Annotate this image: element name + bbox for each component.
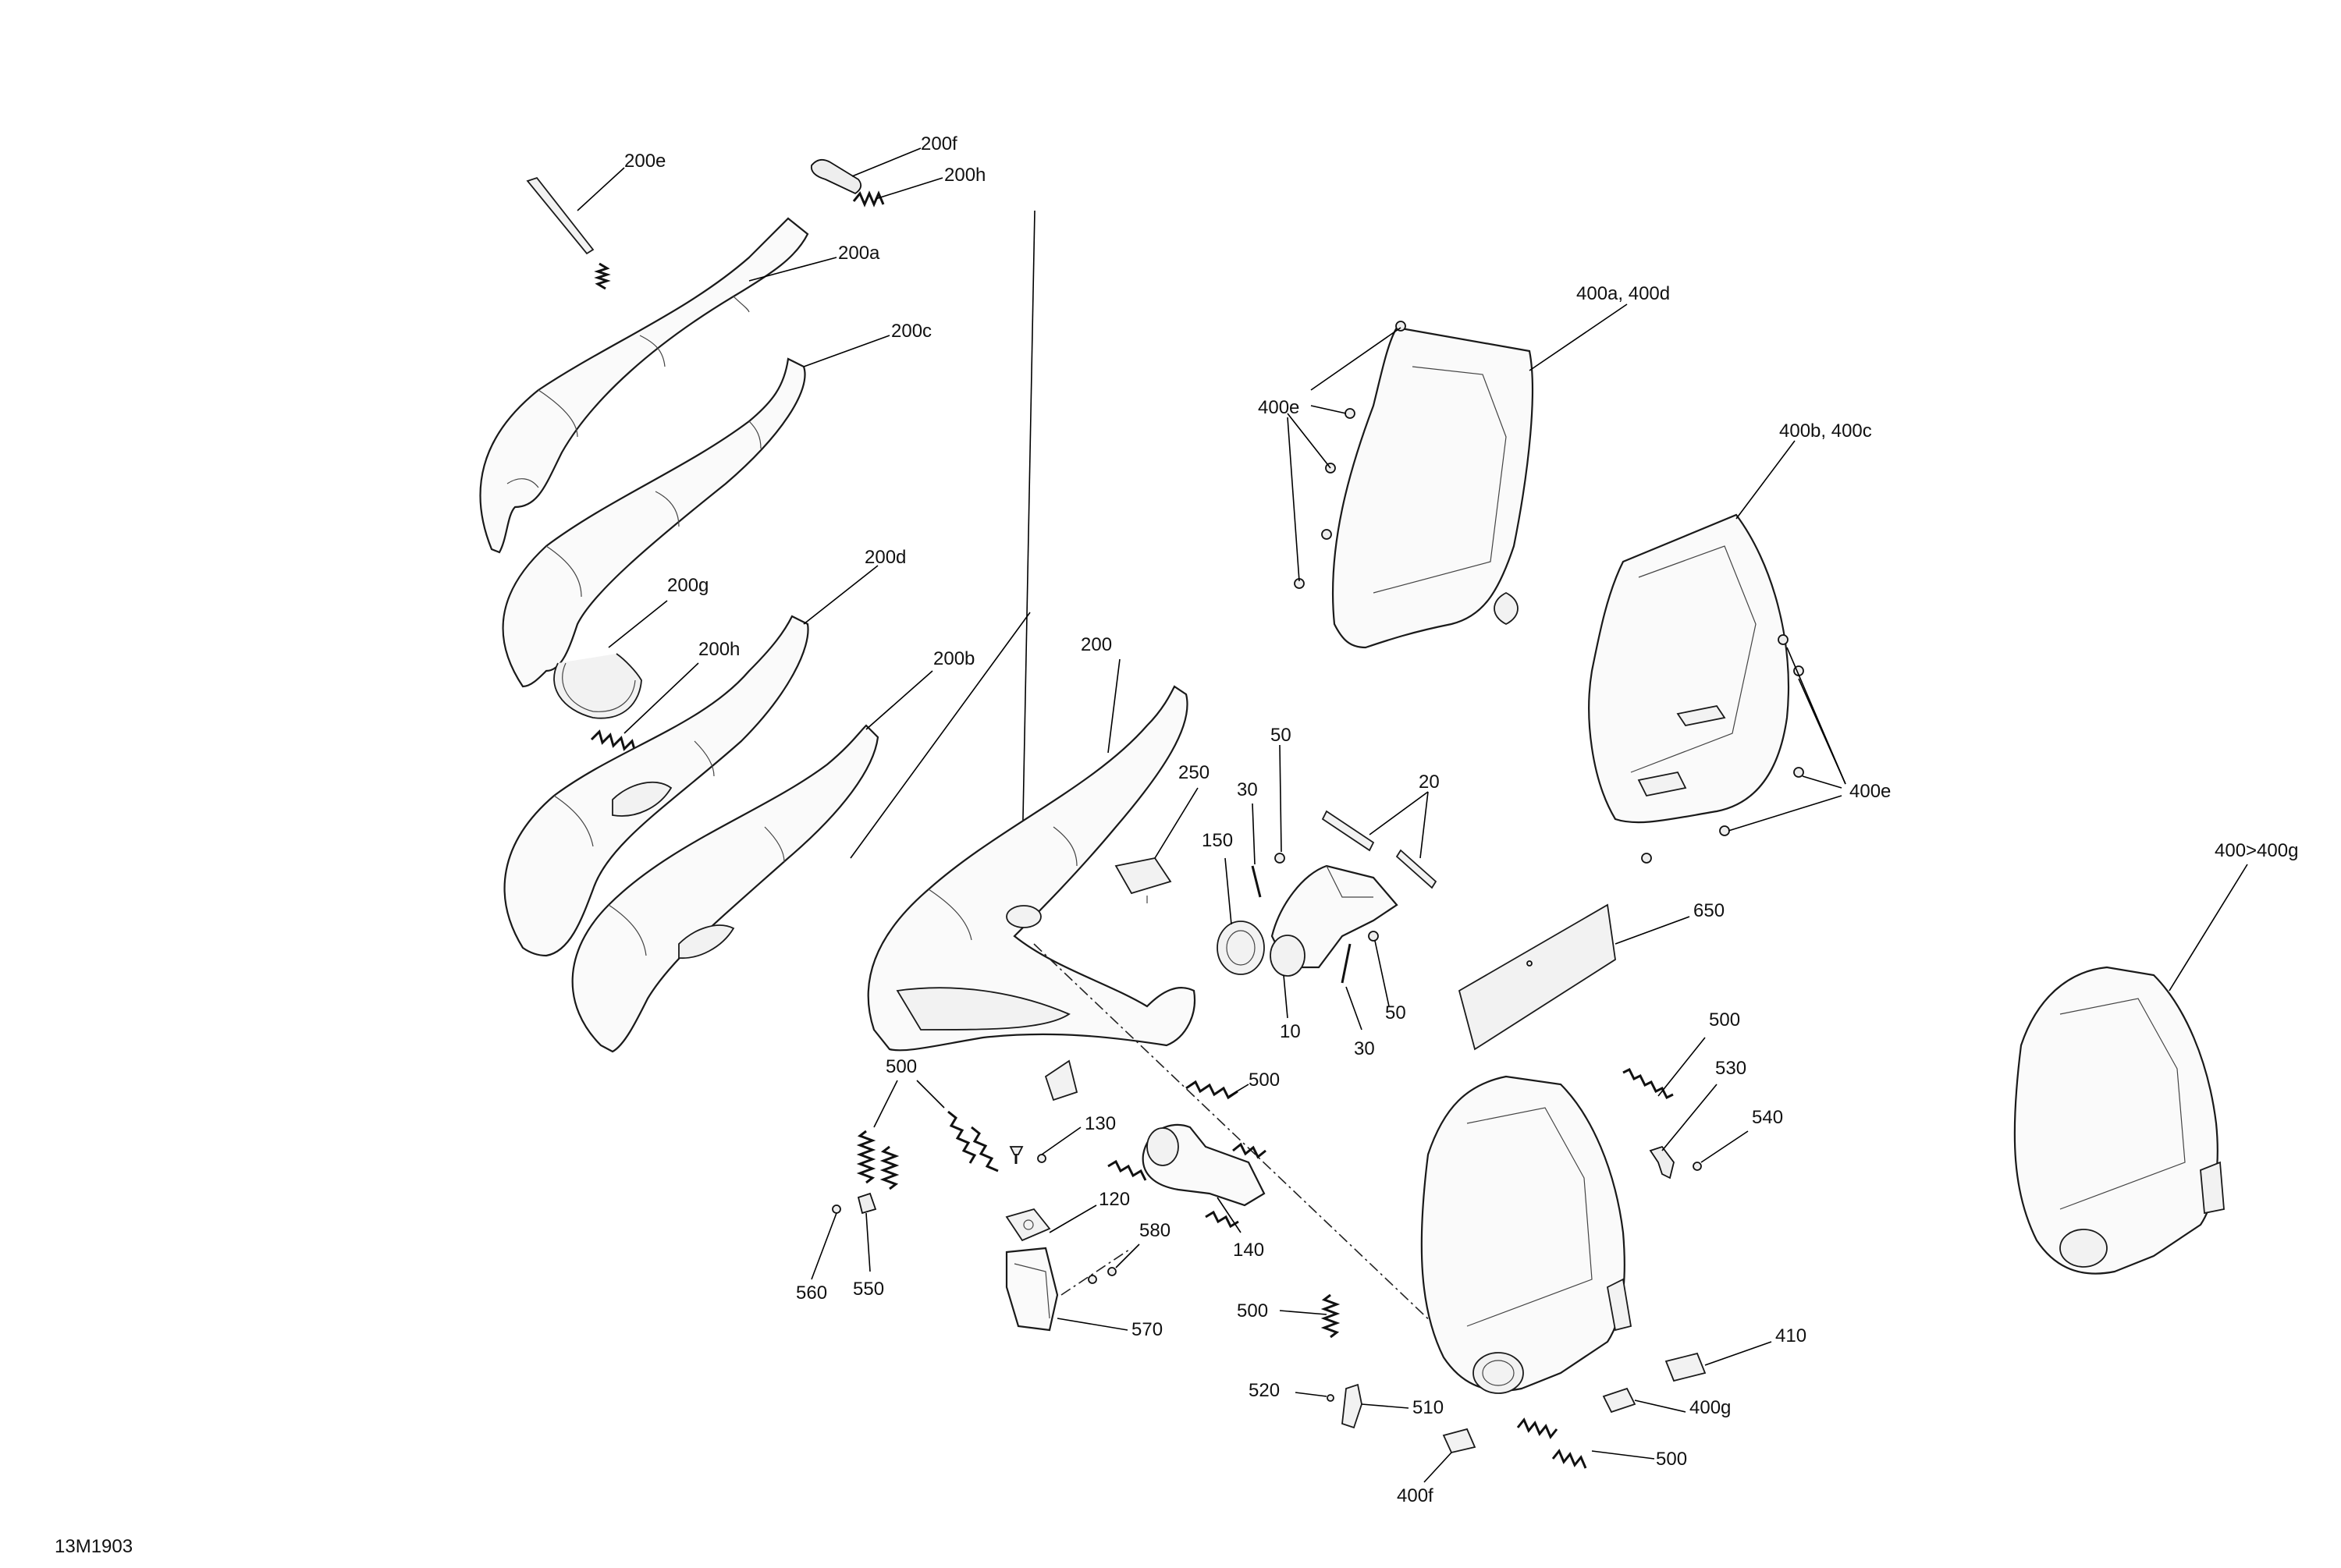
label-580: 580 (1139, 1220, 1170, 1241)
label-400b-400c: 400b, 400c (1779, 420, 1872, 442)
label-120: 120 (1099, 1189, 1130, 1210)
label-530: 530 (1715, 1058, 1746, 1079)
label-150: 150 (1202, 830, 1233, 851)
label-400f: 400f (1397, 1485, 1433, 1506)
part-410-sensor (1664, 1352, 1707, 1382)
part-120-bracket (1005, 1208, 1051, 1242)
part-30-stud-bottom (1341, 943, 1352, 984)
part-30-stud-top (1251, 865, 1262, 898)
part-400e-fasteners-right (1641, 634, 1804, 864)
part-400e-fasteners-left (1294, 321, 1406, 589)
label-200f: 200f (921, 133, 957, 154)
label-500-d: 500 (1237, 1300, 1268, 1321)
label-200c: 200c (891, 321, 932, 342)
part-50-nut-top (1274, 853, 1285, 864)
label-200: 200 (1081, 634, 1112, 655)
part-400a-400d-panel (1331, 326, 1534, 649)
part-500-spring-530area (1622, 1067, 1674, 1100)
label-200b: 200b (933, 648, 975, 669)
part-500-spring-lower (1320, 1293, 1341, 1339)
label-400e-right: 400e (1849, 781, 1891, 802)
part-200e-rod (526, 176, 611, 290)
part-200h-spring-mid (590, 729, 645, 754)
part-400g-mount (1602, 1387, 1636, 1414)
label-400g: 400g (1689, 1397, 1731, 1418)
label-560: 560 (796, 1282, 827, 1304)
part-150-gasket (1217, 921, 1265, 975)
label-50-bot: 50 (1385, 1002, 1406, 1023)
diagram-reference-id: 13M1903 (55, 1536, 133, 1557)
label-20: 20 (1419, 772, 1440, 793)
label-500-e: 500 (1656, 1449, 1687, 1470)
part-130-bolt (1009, 1146, 1046, 1164)
label-400-400g: 400>400g (2215, 840, 2298, 861)
label-200h-mid: 200h (698, 639, 740, 660)
part-140-elbow (1142, 1123, 1266, 1207)
label-30-top: 30 (1237, 779, 1258, 800)
label-200h-top: 200h (944, 165, 986, 186)
label-130: 130 (1085, 1113, 1116, 1134)
label-200e: 200e (624, 151, 666, 172)
part-500-springs-left (856, 1110, 999, 1190)
label-200d: 200d (865, 547, 906, 568)
label-10: 10 (1280, 1021, 1301, 1042)
part-200a-heat-shield (479, 217, 809, 554)
part-650-pad (1458, 903, 1616, 1051)
part-250-bracket (1114, 857, 1172, 903)
part-200c-heat-shield (502, 357, 806, 688)
part-570-mount (1005, 1247, 1059, 1332)
label-550: 550 (853, 1279, 884, 1300)
label-500-b: 500 (1249, 1070, 1280, 1091)
label-500-a: 500 (886, 1056, 917, 1077)
part-500-springs-bottom (1516, 1417, 1587, 1469)
label-540: 540 (1752, 1107, 1783, 1128)
label-520: 520 (1249, 1380, 1280, 1401)
part-200-expansion-chamber (867, 685, 1196, 1102)
part-10-manifold (1270, 864, 1398, 977)
part-530-bracket (1649, 1145, 1675, 1180)
label-250: 250 (1178, 762, 1210, 783)
part-200b-heat-shield (571, 724, 879, 1053)
part-400-400g-assembly (2013, 966, 2225, 1275)
label-30-bot: 30 (1354, 1038, 1375, 1059)
label-650: 650 (1693, 900, 1725, 921)
part-200d-heat-shield (503, 615, 809, 957)
label-400e-left: 400e (1258, 397, 1299, 418)
label-140: 140 (1233, 1240, 1264, 1261)
part-550-clip (857, 1192, 877, 1215)
label-200a: 200a (838, 243, 880, 264)
part-200g-clamp-ring (553, 653, 642, 719)
label-570: 570 (1131, 1319, 1163, 1340)
label-50-top: 50 (1270, 725, 1291, 746)
part-400f-mount (1442, 1428, 1476, 1454)
label-200g: 200g (667, 575, 709, 596)
part-20-gaskets (1321, 810, 1437, 889)
part-580-fasteners (1060, 1247, 1132, 1296)
label-410: 410 (1775, 1325, 1806, 1346)
part-560-bolt (832, 1204, 841, 1214)
part-400b-400c-panel (1588, 513, 1790, 824)
part-520-screw (1327, 1394, 1334, 1402)
label-400a-400d: 400a, 400d (1576, 283, 1670, 304)
part-500-springs-middle (1107, 1080, 1266, 1229)
part-200f-clip (810, 158, 862, 195)
part-200h-spring-top (852, 190, 885, 208)
part-510-strap (1341, 1383, 1362, 1429)
label-500-c: 500 (1709, 1009, 1740, 1031)
label-510: 510 (1412, 1397, 1444, 1418)
part-50-nut-bottom (1368, 931, 1379, 942)
part-540-screw (1693, 1162, 1702, 1171)
part-400-silencer (1420, 1075, 1632, 1394)
